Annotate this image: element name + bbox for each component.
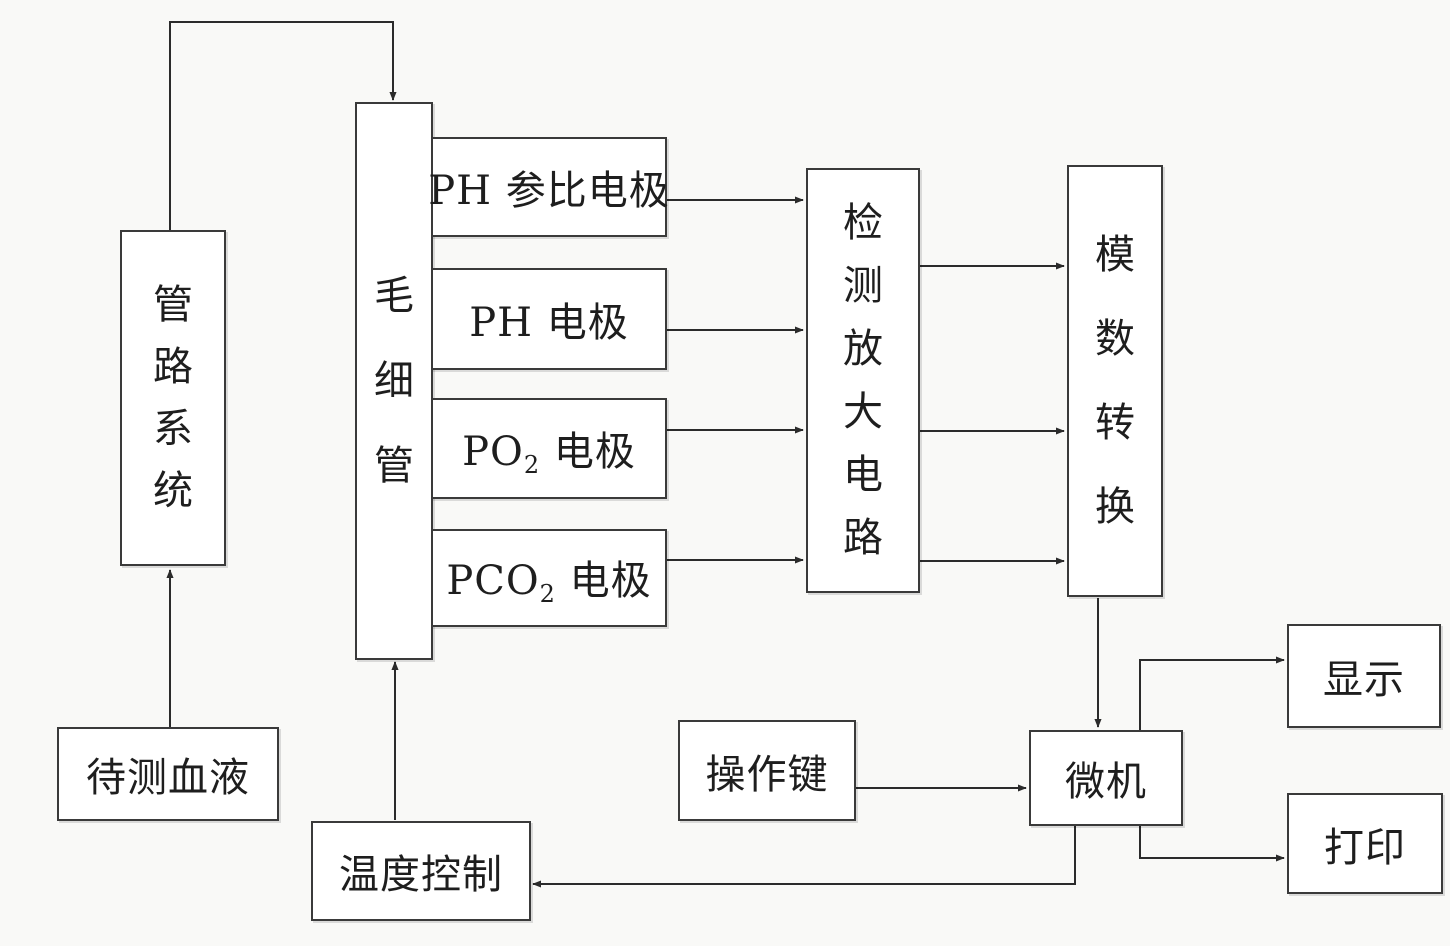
keypad-label: 操作键: [705, 751, 829, 798]
capillary-box: 毛 细 管: [355, 102, 433, 660]
arrow-micro-to-print: [1139, 826, 1285, 862]
temperature-control-label: 温度控制: [339, 852, 503, 898]
po2-electrode-box: PO2 电极: [431, 398, 667, 499]
pco2-suffix: 电极: [555, 558, 652, 604]
amplifier-char: 检: [843, 200, 883, 247]
po2-suffix: 电极: [540, 428, 636, 475]
print-label: 打印: [1324, 824, 1406, 871]
ph-electrode-box: PH 电极: [431, 268, 667, 370]
amplifier-char: 测: [843, 263, 883, 310]
pipeline-char: 路: [153, 344, 193, 390]
blood-sample-label: 待测血液: [86, 755, 250, 801]
keypad-box: 操作键: [678, 720, 856, 821]
amplifier-char: 电: [843, 451, 883, 498]
detection-amplifier-box: 检 测 放 大 电 路: [806, 168, 920, 593]
capillary-char: 管: [374, 443, 414, 489]
arrow-pipeline-to-capillary: [169, 21, 397, 232]
arrow-micro-to-temp: [532, 826, 1076, 888]
pipeline-char: 管: [153, 282, 193, 328]
ad-converter-label: 模 数 转 换: [1095, 191, 1135, 571]
adc-char: 换: [1095, 484, 1135, 530]
temperature-control-box: 温度控制: [311, 821, 531, 921]
pipeline-char: 统: [153, 468, 193, 514]
pipeline-system-box: 管 路 系 统: [120, 230, 226, 566]
display-label: 显示: [1323, 657, 1405, 703]
capillary-char: 细: [374, 358, 414, 404]
po2-subscript: 2: [523, 450, 541, 479]
amplifier-char: 大: [843, 388, 883, 435]
blood-sample-box: 待测血液: [57, 727, 279, 821]
pco2-subscript: 2: [539, 580, 556, 608]
ph-reference-electrode-label: PH 参比电极: [428, 168, 670, 214]
print-box: 打印: [1287, 793, 1443, 894]
microcomputer-box: 微机: [1029, 730, 1183, 826]
capillary-char: 毛: [374, 273, 414, 319]
pipeline-char: 系: [153, 406, 193, 452]
display-box: 显示: [1287, 624, 1441, 728]
adc-char: 模: [1095, 232, 1135, 278]
ph-reference-electrode-box: PH 参比电极: [428, 137, 670, 237]
adc-char: 数: [1095, 316, 1135, 362]
ad-converter-box: 模 数 转 换: [1067, 165, 1163, 597]
pco2-electrode-box: PCO2 电极: [431, 529, 667, 627]
detection-amplifier-label: 检 测 放 大 电 路: [843, 181, 883, 581]
adc-char: 转: [1095, 400, 1135, 446]
arrow-micro-to-display: [1139, 656, 1285, 730]
pco2-prefix: PCO: [446, 558, 540, 604]
po2-prefix: PO: [462, 428, 524, 475]
microcomputer-label: 微机: [1065, 759, 1147, 805]
pco2-electrode-label: PCO2 电极: [446, 548, 651, 608]
po2-electrode-label: PO2 电极: [462, 419, 636, 479]
amplifier-char: 放: [843, 326, 883, 373]
pipeline-system-label: 管 路 系 统: [153, 263, 193, 533]
capillary-label: 毛 细 管: [374, 231, 414, 531]
amplifier-char: 路: [843, 514, 883, 561]
ph-electrode-label: PH 电极: [469, 300, 629, 346]
